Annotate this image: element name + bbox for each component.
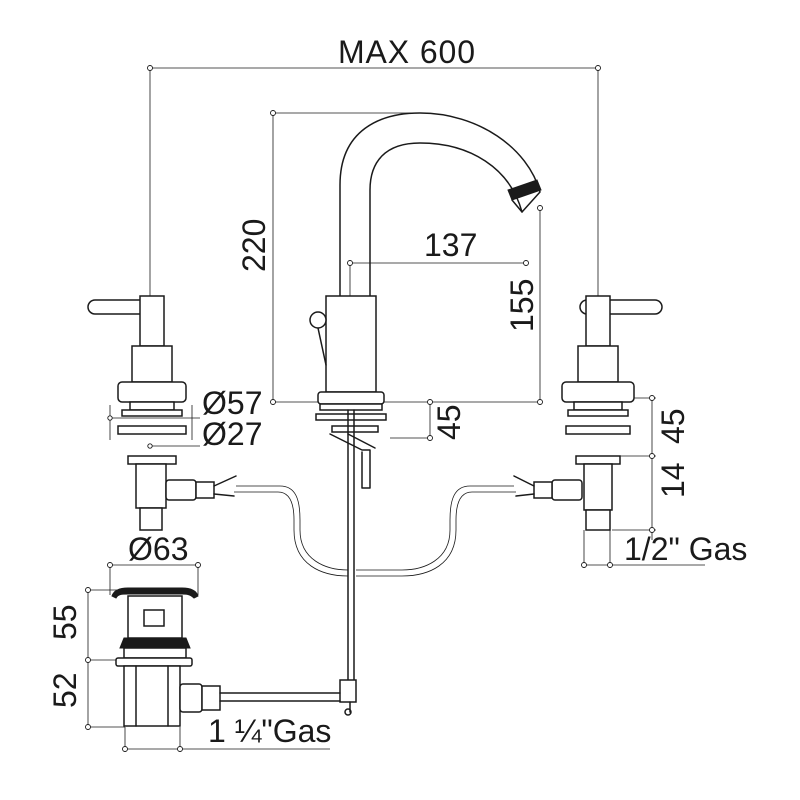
label-waste-diameter: Ø63 bbox=[128, 531, 188, 567]
flex-hoses bbox=[234, 485, 516, 577]
label-spout-outlet-height: 155 bbox=[504, 279, 540, 332]
popup-waste bbox=[111, 587, 341, 727]
label-diameter-27: Ø27 bbox=[202, 416, 262, 452]
label-body-base-height: 45 bbox=[431, 404, 467, 440]
label-waste-upper: 55 bbox=[47, 604, 83, 640]
label-spout-height: 220 bbox=[236, 219, 272, 272]
label-waste-connection: 1 ¼"Gas bbox=[208, 713, 331, 749]
left-valve bbox=[87, 295, 237, 531]
right-valve bbox=[513, 295, 663, 531]
label-valve-connection: 1/2" Gas bbox=[624, 531, 747, 567]
label-valve-height: 45 bbox=[655, 408, 691, 444]
label-diameter-57: Ø57 bbox=[202, 385, 262, 421]
label-max-width: MAX 600 bbox=[338, 34, 475, 70]
spout-body bbox=[309, 112, 542, 716]
label-valve-shank: 14 bbox=[655, 462, 691, 498]
dimension-labels: MAX 600 220 137 155 Ø57 Ø27 45 45 14 1/2… bbox=[47, 34, 747, 749]
label-waste-lower: 52 bbox=[47, 672, 83, 708]
label-spout-reach: 137 bbox=[424, 227, 477, 263]
